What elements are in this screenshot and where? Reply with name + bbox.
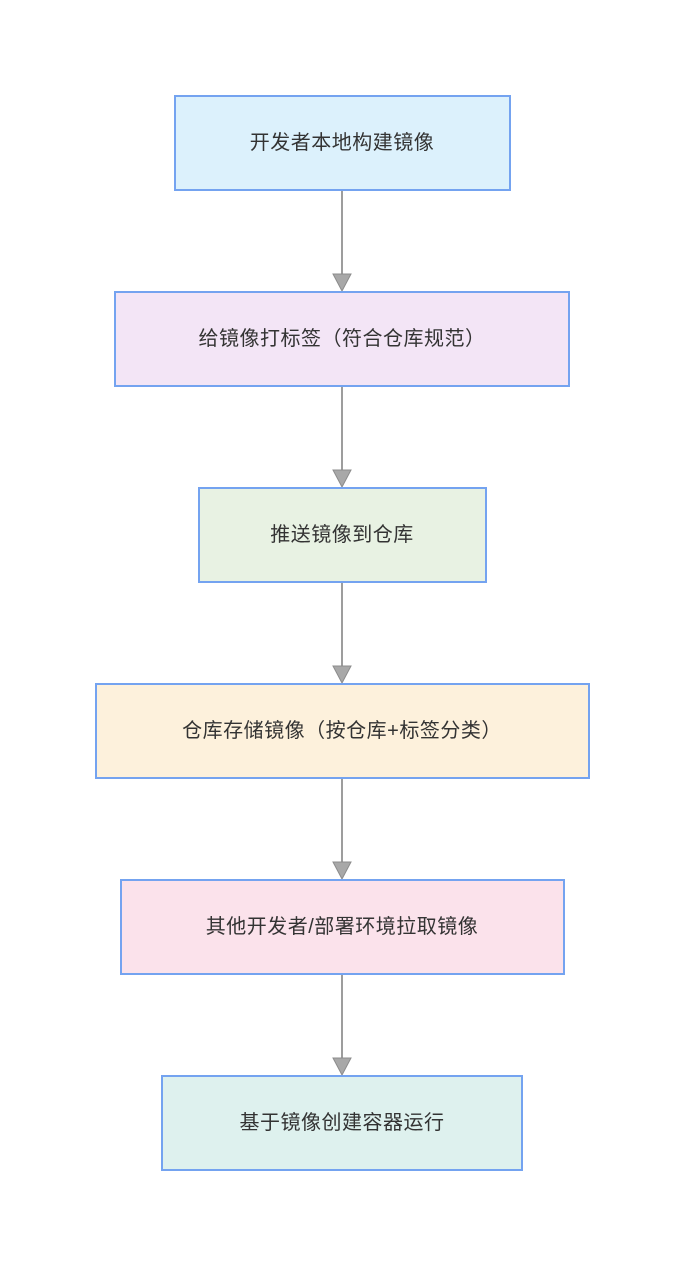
flow-node-label: 开发者本地构建镜像 (249, 132, 435, 154)
flow-arrow (332, 191, 352, 291)
flow-node-push-image: 推送镜像到仓库 (197, 487, 487, 583)
flow-node-label: 给镜像打标签（符合仓库规范） (198, 328, 486, 350)
arrow-head-icon (332, 1057, 352, 1075)
flow-node-run-container: 基于镜像创建容器运行 (161, 1075, 523, 1171)
flow-arrow (332, 975, 352, 1075)
flow-node-tag-image: 给镜像打标签（符合仓库规范） (114, 291, 570, 387)
arrow-head-icon (332, 469, 352, 487)
flow-node-label: 仓库存储镜像（按仓库+标签分类） (182, 720, 502, 742)
flow-node-label: 其他开发者/部署环境拉取镜像 (205, 916, 479, 938)
flow-node-store-image: 仓库存储镜像（按仓库+标签分类） (94, 683, 590, 779)
flowchart: 开发者本地构建镜像 给镜像打标签（符合仓库规范） 推送镜像到仓库 仓库存储镜像（… (94, 95, 590, 1171)
arrow-head-icon (332, 665, 352, 683)
arrow-head-icon (332, 861, 352, 879)
flow-node-pull-image: 其他开发者/部署环境拉取镜像 (119, 879, 565, 975)
flow-node-build-local: 开发者本地构建镜像 (173, 95, 511, 191)
flow-arrow (332, 583, 352, 683)
flow-node-label: 推送镜像到仓库 (270, 524, 414, 546)
arrow-head-icon (332, 273, 352, 291)
flow-node-label: 基于镜像创建容器运行 (239, 1112, 445, 1134)
flow-arrow (332, 779, 352, 879)
flow-arrow (332, 387, 352, 487)
